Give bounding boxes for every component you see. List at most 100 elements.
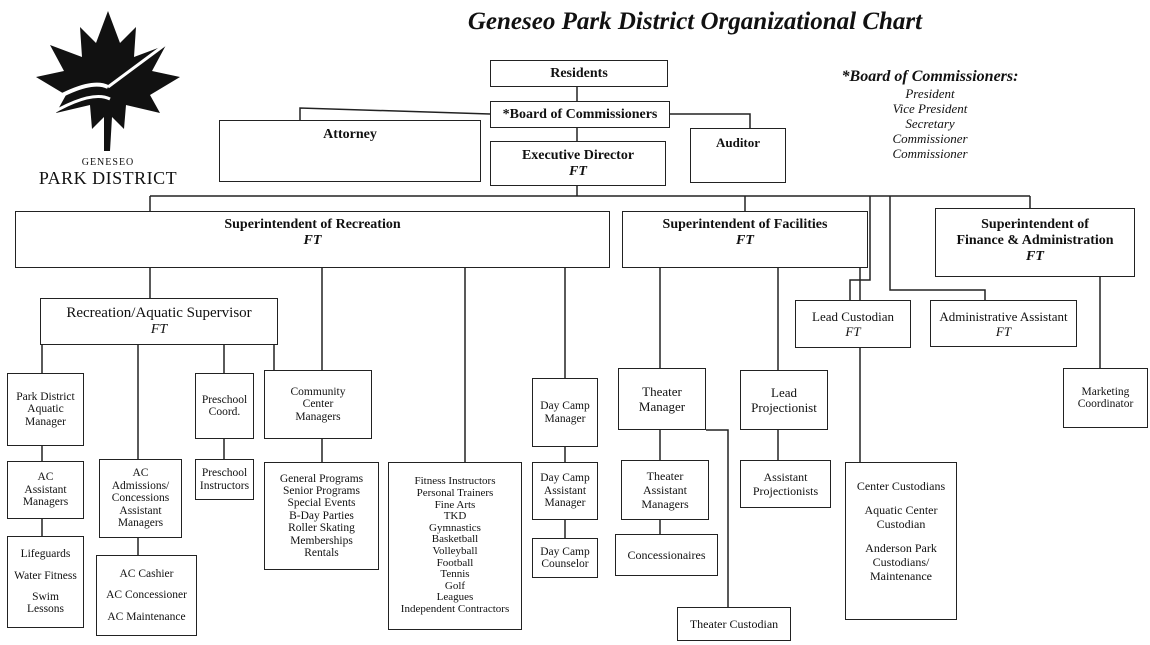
custodian-item: Center Custodians [856, 479, 946, 493]
lead-projectionist-label: Lead Projectionist [751, 385, 817, 415]
executive-director-box: Executive Director FT [490, 141, 666, 186]
recreation-aquatic-supervisor-box: Recreation/Aquatic Supervisor FT [40, 298, 278, 345]
preschool-instructors-box: Preschool Instructors [195, 459, 254, 500]
program-item: B-Day Parties [289, 509, 354, 522]
preschool-coord-box: Preschool Coord. [195, 373, 254, 439]
maple-leaf-icon [36, 11, 180, 151]
custodian-item: Anderson Park Custodians/ Maintenance [865, 541, 937, 583]
day-camp-manager-label: Day Camp Manager [540, 400, 590, 425]
superintendent-finance-status: FT [1026, 249, 1044, 264]
program-item: Roller Skating [288, 522, 355, 535]
board-member: Vice President [892, 101, 968, 116]
connector [299, 107, 491, 120]
aquatic-staff-item: Lifeguards [20, 548, 71, 561]
connector [670, 113, 751, 128]
lead-custodian-label: Lead Custodian [812, 309, 894, 324]
day-camp-assistant-label: Day Camp Assistant Manager [540, 472, 590, 510]
superintendent-recreation-label: Superintendent of Recreation [224, 217, 401, 232]
board-note-heading: *Board of Commissioners: [841, 68, 1019, 85]
executive-director-status: FT [569, 163, 587, 179]
ac-staff-box: AC Cashier AC Concessioner AC Maintenanc… [96, 555, 197, 636]
ac-staff-item: AC Concessioner [106, 589, 187, 602]
attorney-label: Attorney [323, 127, 377, 142]
superintendent-facilities-status: FT [736, 233, 754, 248]
concessionaires-label: Concessionaires [627, 548, 706, 562]
superintendent-finance-label: Superintendent of Finance & Administrati… [956, 217, 1114, 248]
fitness-item: TKD [443, 510, 467, 523]
fitness-item: Fine Arts [434, 498, 476, 511]
attorney-box: Attorney [219, 120, 481, 182]
auditor-label: Auditor [715, 135, 761, 150]
residents-box: Residents [490, 60, 668, 87]
fitness-item: Leagues [436, 591, 474, 604]
theater-assistant-managers-label: Theater Assistant Managers [641, 469, 689, 511]
fitness-item: Tennis [440, 568, 470, 581]
marketing-coordinator-box: Marketing Coordinator [1063, 368, 1148, 428]
board-label: *Board of Commissioners [502, 106, 658, 122]
aquatic-manager-label: Park District Aquatic Manager [16, 390, 75, 428]
day-camp-manager-box: Day Camp Manager [532, 378, 598, 447]
superintendent-finance-box: Superintendent of Finance & Administrati… [935, 208, 1135, 277]
auditor-box: Auditor [690, 128, 786, 183]
board-member: Commissioner [892, 131, 968, 146]
fitness-instructors-box: Fitness Instructors Personal Trainers Fi… [388, 462, 522, 630]
program-item: Memberships [290, 534, 353, 547]
preschool-instructors-label: Preschool Instructors [199, 467, 250, 492]
theater-custodian-label: Theater Custodian [689, 617, 779, 631]
fitness-item: Personal Trainers [416, 487, 494, 500]
program-item: General Programs [279, 472, 364, 485]
board-member: Commissioner [892, 146, 968, 161]
board-box: *Board of Commissioners [490, 101, 670, 128]
superintendent-facilities-label: Superintendent of Facilities [662, 217, 828, 232]
aquatic-staff-box: Lifeguards Water Fitness Swim Lessons [7, 536, 84, 628]
ac-assistant-managers-label: AC Assistant Managers [22, 471, 69, 509]
administrative-assistant-box: Administrative Assistant FT [930, 300, 1077, 347]
program-item: Rentals [304, 547, 339, 560]
custodian-item: Aquatic Center Custodian [864, 503, 938, 531]
program-item: Senior Programs [283, 484, 360, 497]
theater-manager-box: Theater Manager [618, 368, 706, 430]
administrative-assistant-status: FT [995, 323, 1012, 339]
superintendent-recreation-box: Superintendent of Recreation FT [15, 211, 610, 268]
fitness-item: Volleyball [432, 545, 478, 557]
assistant-projectionists-label: Assistant Projectionists [752, 470, 819, 498]
aquatic-staff-item: Water Fitness [14, 569, 77, 582]
programs-box: General Programs Senior Programs Special… [264, 462, 379, 570]
superintendent-facilities-box: Superintendent of Facilities FT [622, 211, 868, 268]
executive-director-label: Executive Director [521, 147, 635, 163]
fitness-item: Independent Contractors [400, 602, 510, 615]
lead-projectionist-box: Lead Projectionist [740, 370, 828, 430]
ac-staff-item: AC Maintenance [107, 610, 186, 623]
fitness-item: Fitness Instructors [414, 475, 496, 488]
connector [889, 196, 986, 300]
lead-custodian-status: FT [845, 324, 861, 339]
ac-admissions-label: AC Admissions/ Concessions Assistant Man… [111, 467, 170, 530]
superintendent-recreation-status: FT [303, 233, 322, 248]
fitness-item: Basketball [431, 533, 479, 546]
chart-title: Geneseo Park District Organizational Cha… [467, 8, 923, 35]
recreation-aquatic-supervisor-label: Recreation/Aquatic Supervisor [66, 305, 252, 321]
fitness-item: Golf [444, 579, 466, 592]
day-camp-counselor-box: Day Camp Counselor [532, 538, 598, 578]
theater-manager-label: Theater Manager [638, 384, 686, 414]
ac-assistant-managers-box: AC Assistant Managers [7, 461, 84, 519]
theater-custodian-box: Theater Custodian [677, 607, 791, 641]
preschool-coord-label: Preschool Coord. [201, 393, 248, 418]
day-camp-assistant-box: Day Camp Assistant Manager [532, 462, 598, 520]
ac-staff-item: AC Cashier [119, 567, 174, 580]
aquatic-manager-box: Park District Aquatic Manager [7, 373, 84, 446]
lead-custodian-box: Lead Custodian FT [795, 300, 911, 348]
connector [706, 429, 729, 607]
logo-line-1: GENESEO [81, 157, 135, 168]
marketing-coordinator-label: Marketing Coordinator [1077, 385, 1134, 410]
ac-admissions-box: AC Admissions/ Concessions Assistant Man… [99, 459, 182, 538]
park-district-logo: GENESEO PARK DISTRICT [28, 5, 188, 188]
recreation-aquatic-supervisor-status: FT [150, 322, 168, 337]
board-member: Secretary [905, 116, 955, 131]
logo-line-2: PARK DISTRICT [38, 168, 178, 188]
theater-assistant-managers-box: Theater Assistant Managers [621, 460, 709, 520]
community-center-managers-label: Community Center Managers [290, 385, 346, 423]
residents-label: Residents [550, 65, 608, 81]
